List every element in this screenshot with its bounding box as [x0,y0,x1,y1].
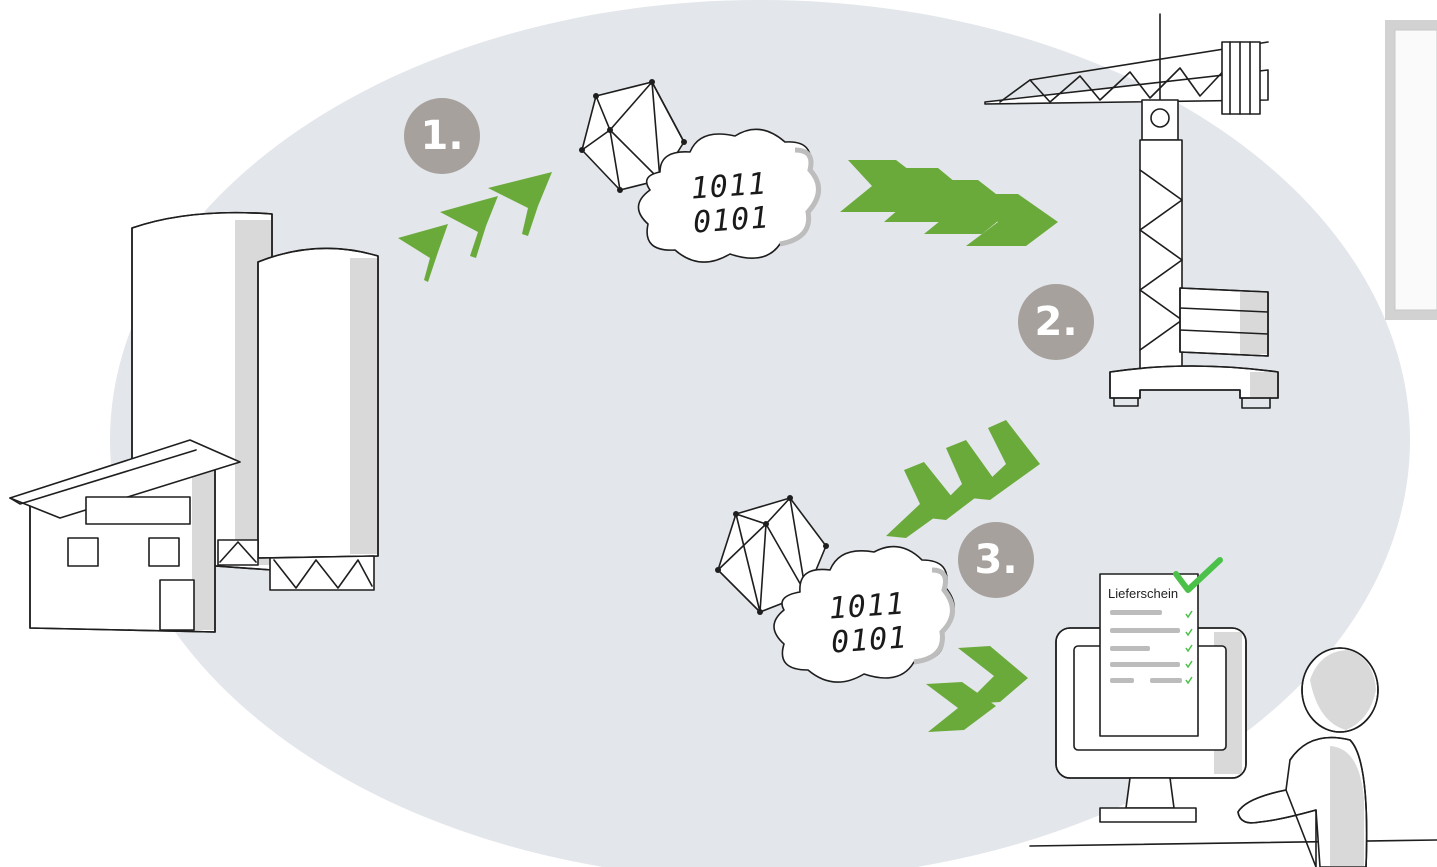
document-title: Lieferschein [1108,586,1178,601]
step-badge-2: 2. [1018,284,1094,360]
side-panel [1385,20,1437,320]
step-badge-3: 3. [958,522,1034,598]
factory-silo-icon [10,213,378,632]
cloud-binary-line-2: 0101 [692,200,771,240]
cloud-binary-line-2: 0101 [830,620,909,660]
step-badge-1: 1. [404,98,480,174]
